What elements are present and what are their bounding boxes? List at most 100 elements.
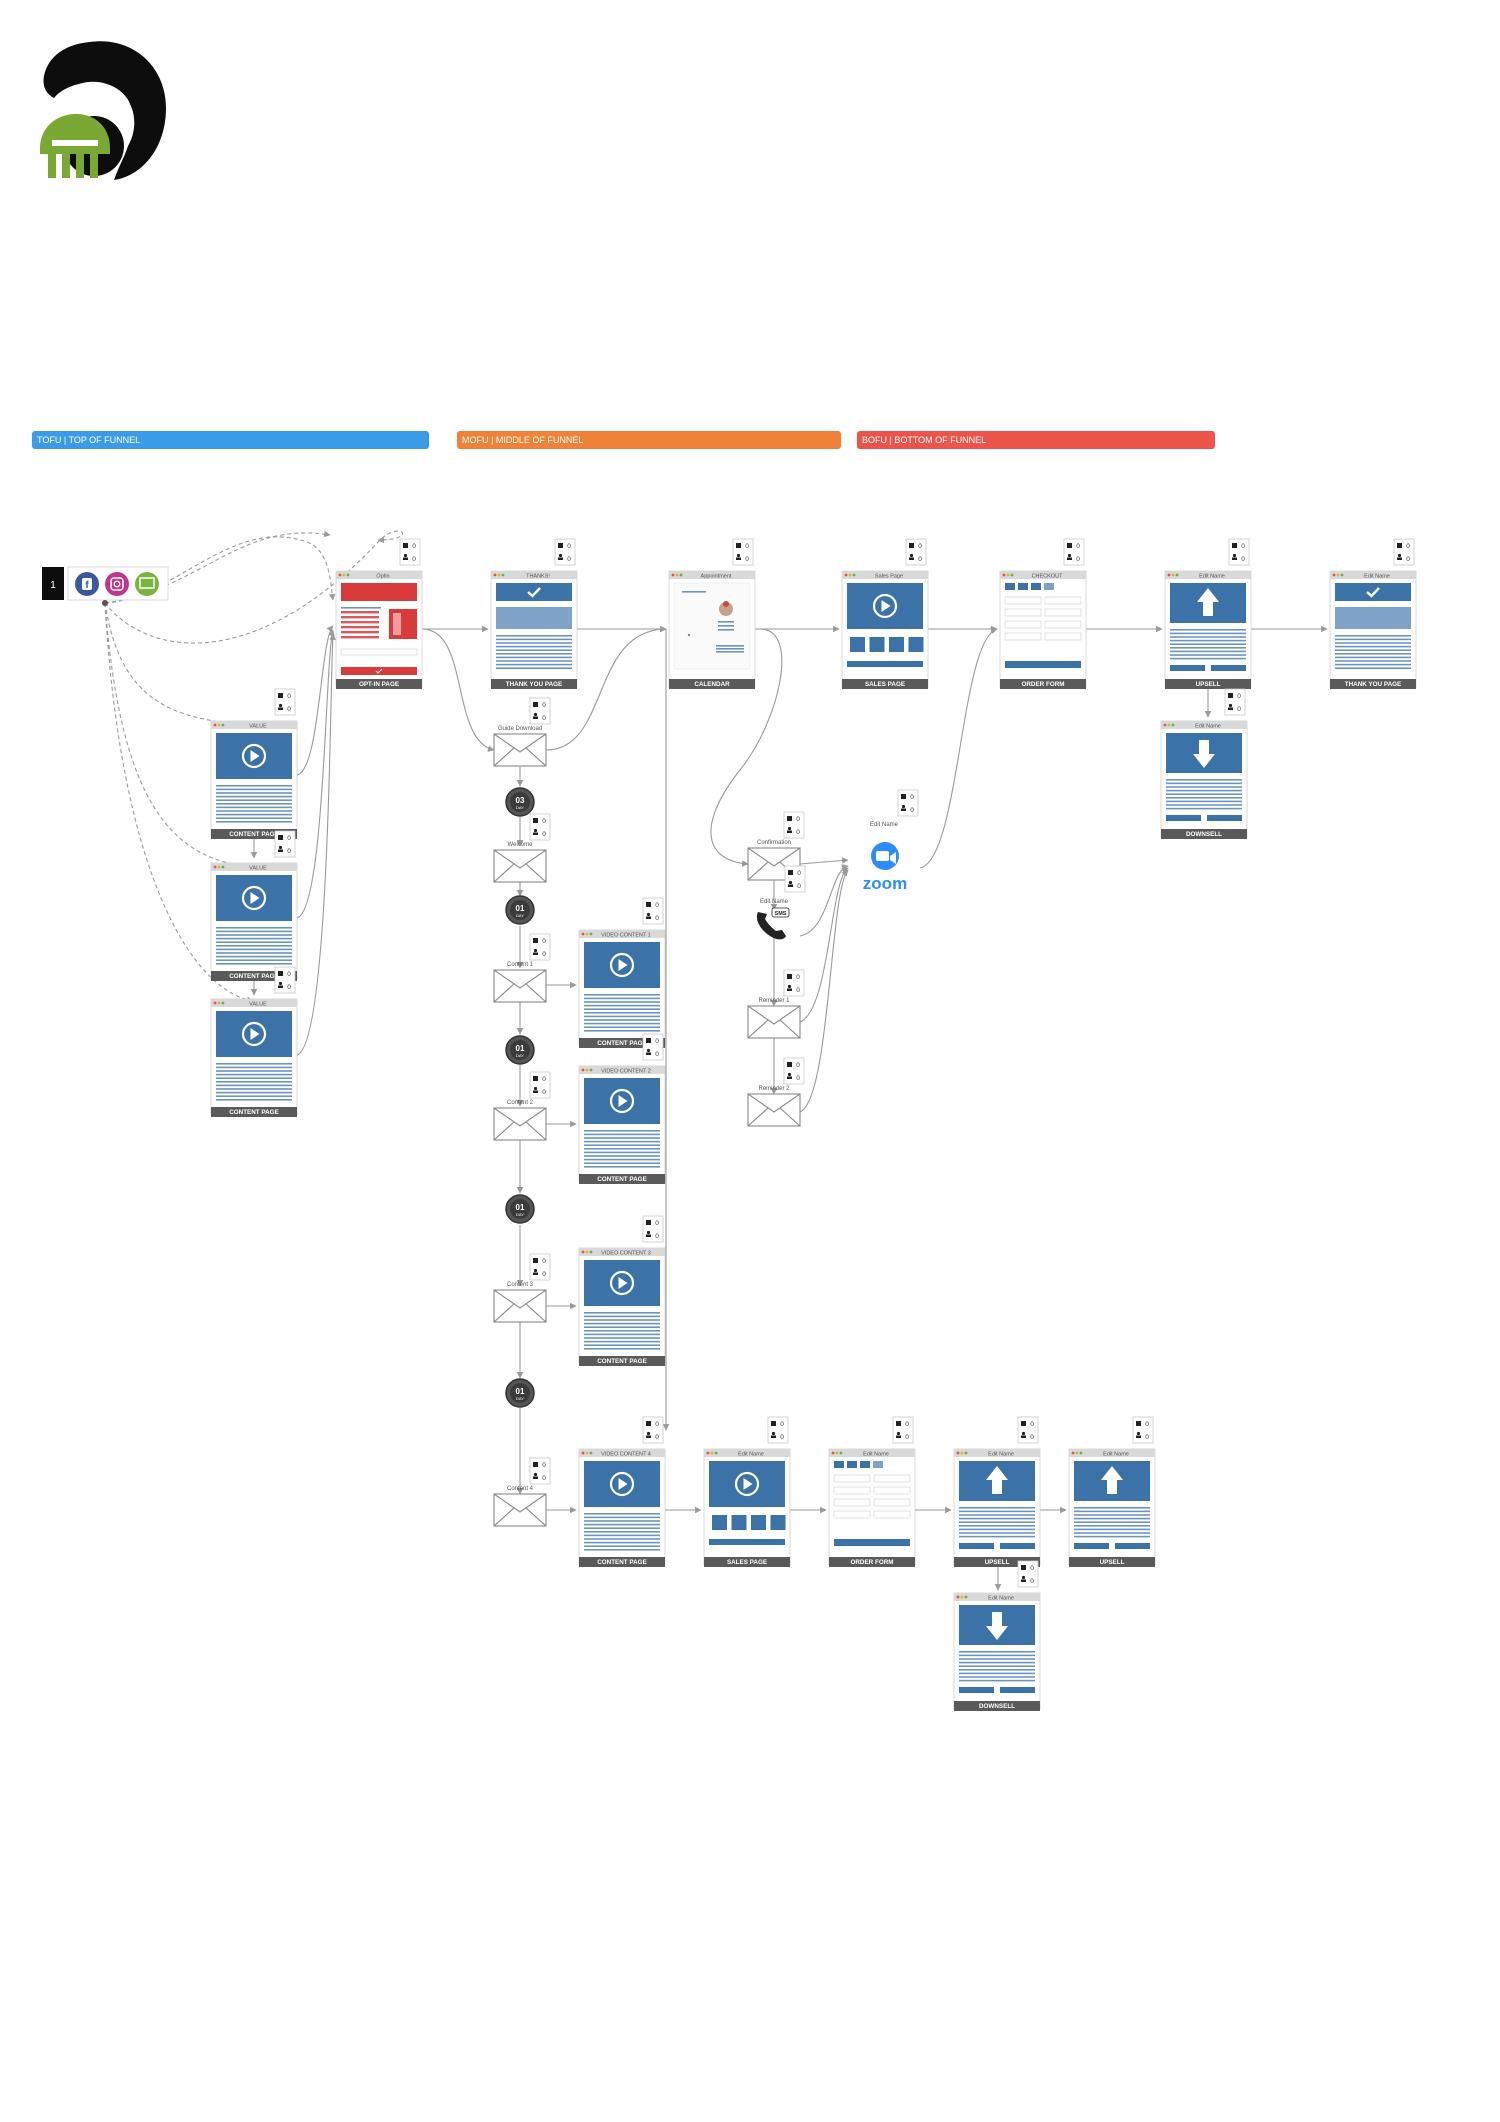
stat-views: 0	[1145, 1421, 1149, 1428]
page-title: Edit Name	[1199, 573, 1225, 579]
person-icon	[1232, 557, 1237, 560]
person-icon	[646, 1435, 651, 1438]
window-dot	[589, 1451, 593, 1455]
text-line	[584, 1140, 660, 1143]
text-line	[216, 1081, 292, 1083]
stats-box	[642, 1215, 664, 1243]
text-line	[1166, 804, 1242, 806]
page-titlebar	[579, 930, 665, 938]
email-label: Content 4	[507, 1486, 534, 1492]
text-line	[1335, 667, 1411, 669]
text-line	[584, 994, 660, 996]
stats-counter: 00	[732, 538, 754, 566]
clock-icon	[510, 1040, 530, 1060]
wait-value: 01	[516, 904, 525, 913]
stats-box	[784, 865, 806, 893]
window-dot	[1336, 573, 1340, 577]
page-footer	[1000, 679, 1086, 689]
stat-contacts: 0	[905, 1434, 909, 1441]
wait-value: 03	[516, 796, 525, 805]
page-title: VIDEO CONTENT 4	[601, 1451, 651, 1457]
clock-icon	[510, 792, 530, 812]
text-line	[584, 1541, 660, 1544]
text-line	[1074, 1532, 1150, 1534]
person-icon	[1136, 1431, 1141, 1436]
person-icon	[787, 1076, 792, 1079]
camera-icon	[876, 851, 889, 861]
window-dot	[960, 1595, 964, 1599]
text-line	[584, 1315, 660, 1318]
feature-tile	[889, 637, 904, 652]
text-line	[959, 1507, 1035, 1509]
text-line	[584, 1133, 660, 1136]
person-icon	[1228, 703, 1233, 708]
check-icon	[909, 543, 914, 548]
decline-button	[1207, 815, 1242, 821]
text-line	[496, 645, 572, 648]
sms-label: Edit Name	[760, 899, 789, 905]
stat-views: 0	[1030, 1421, 1034, 1428]
page-footer	[336, 679, 422, 689]
text-line	[584, 1019, 660, 1021]
envelope-icon	[493, 849, 547, 883]
text-line	[216, 813, 292, 816]
page-footer	[704, 1557, 790, 1567]
check-icon	[1366, 587, 1380, 598]
page-titlebar	[211, 999, 297, 1007]
person-icon	[788, 884, 793, 887]
text-line	[496, 663, 572, 666]
page-footer	[211, 971, 297, 981]
person-icon	[909, 553, 914, 558]
window-dot	[1163, 723, 1167, 727]
stat-contacts: 0	[796, 987, 800, 994]
form-field	[1044, 620, 1082, 629]
check-icon	[558, 543, 563, 548]
cta-bar	[847, 661, 923, 667]
text-line	[584, 1348, 660, 1350]
stat-views: 0	[287, 971, 291, 978]
wait-unit: DAY	[516, 805, 524, 810]
person-icon	[533, 716, 538, 719]
window-dot	[714, 1451, 718, 1455]
stats-counter: 00	[554, 538, 576, 566]
form-field	[873, 1474, 911, 1483]
person-icon	[533, 952, 538, 955]
person-icon	[533, 1268, 538, 1273]
wait-value: 01	[516, 1203, 525, 1212]
connector	[104, 602, 254, 1004]
connector	[104, 530, 404, 644]
accept-button	[959, 1543, 994, 1549]
